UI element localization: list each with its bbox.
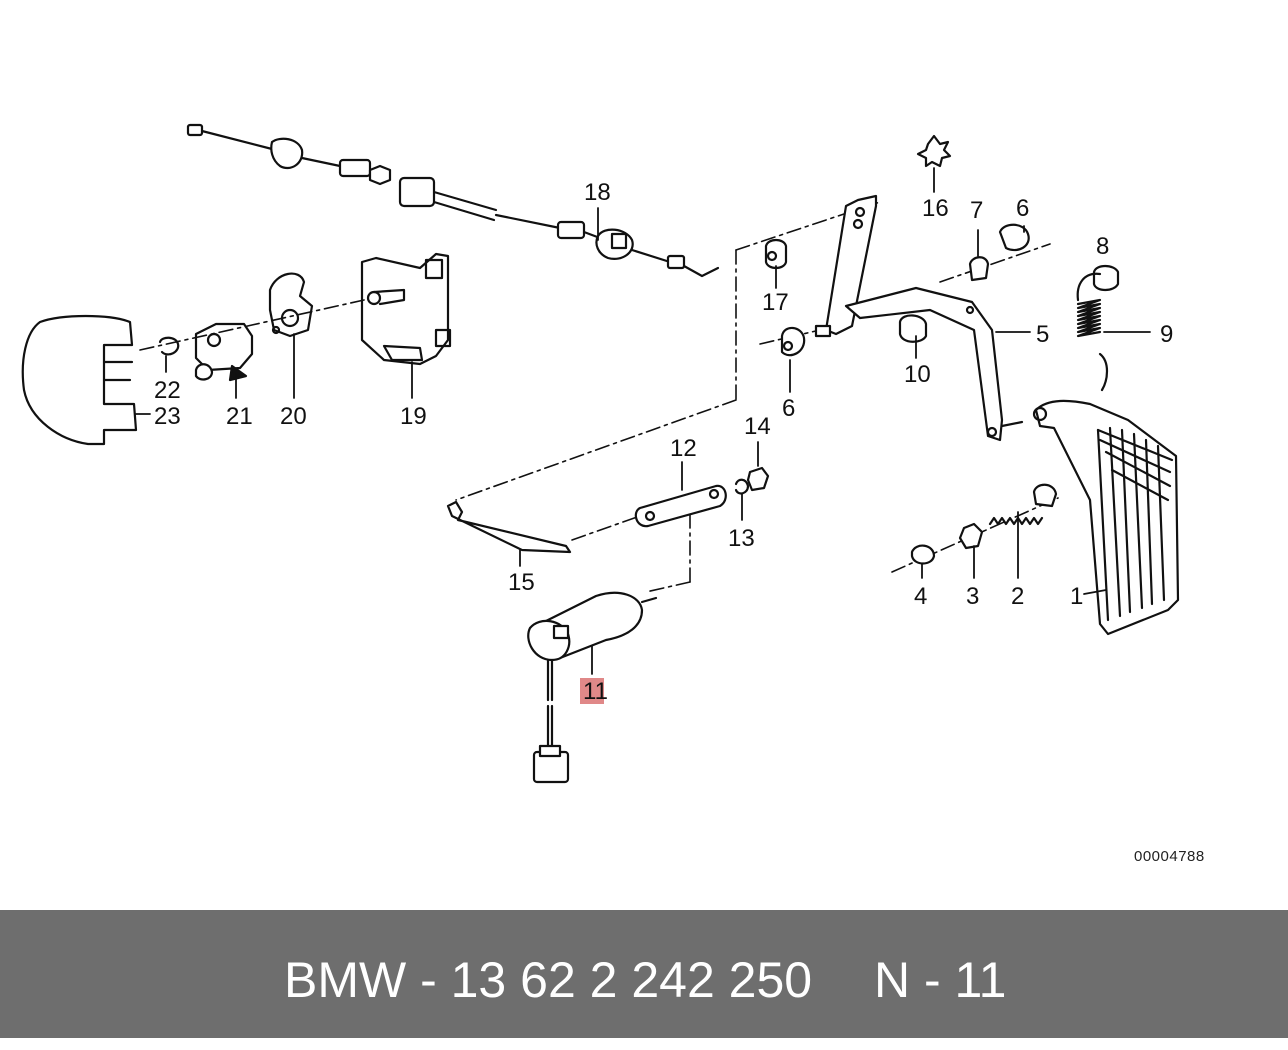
callout-16: 16 [922, 195, 949, 222]
control-unit-actuator [527, 591, 658, 784]
callout-23: 23 [154, 403, 181, 430]
assembly-lines [139, 201, 1059, 593]
callout-7: 7 [970, 197, 983, 224]
bracket [360, 252, 452, 366]
callout-15: 15 [508, 569, 535, 596]
callout-labels: 1 2 3 4 5 6 6 7 8 9 10 11 12 13 14 15 16… [154, 179, 1173, 705]
diagram-position-text: N - 11 [874, 952, 1007, 1008]
control-rod [446, 500, 572, 554]
pedal-cover [21, 314, 138, 446]
bushings [764, 223, 1120, 357]
callout-4: 4 [914, 583, 927, 610]
clip [158, 336, 180, 356]
part-number-text: BMW - 13 62 2 242 250 [284, 952, 813, 1008]
callout-22: 22 [154, 377, 181, 404]
lever [268, 272, 314, 338]
bearing-block [194, 322, 254, 382]
drawing-number: 00004788 [1134, 848, 1205, 865]
callout-6-lower: 6 [782, 395, 795, 422]
callout-17: 17 [762, 289, 789, 316]
callout-3: 3 [966, 583, 979, 610]
callout-9: 9 [1160, 321, 1173, 348]
accelerator-pedal [1032, 399, 1180, 636]
callout-8: 8 [1096, 233, 1109, 260]
star-washer [916, 134, 952, 168]
return-spring [1076, 272, 1109, 392]
parts-diagram: 1 2 3 4 5 6 6 7 8 9 10 11 12 13 14 15 16… [21, 123, 1205, 865]
callout-11-highlight [580, 678, 604, 704]
exploded-view-drawing: 1 2 3 4 5 6 6 7 8 9 10 11 12 13 14 15 16… [21, 123, 1180, 784]
callout-20: 20 [280, 403, 307, 430]
callout-5: 5 [1036, 321, 1049, 348]
pedal-lever [814, 194, 1024, 442]
callout-10: 10 [904, 361, 931, 388]
stop-screw [910, 483, 1058, 565]
callout-11: 11 [583, 678, 608, 705]
leader-lines [135, 167, 1151, 675]
callout-18: 18 [584, 179, 611, 206]
callout-14: 14 [744, 413, 771, 440]
linkage [634, 484, 727, 528]
footer-bar: BMW - 13 62 2 242 250 N - 11 [0, 910, 1288, 1038]
callout-19: 19 [400, 403, 427, 430]
callout-13: 13 [728, 525, 755, 552]
callout-2: 2 [1011, 583, 1024, 610]
callout-6: 6 [1016, 195, 1029, 222]
clamp [968, 256, 990, 282]
callout-12: 12 [670, 435, 697, 462]
callout-21: 21 [226, 403, 253, 430]
callout-1: 1 [1070, 583, 1083, 610]
throttle-cable [186, 123, 720, 278]
washer-nut [734, 466, 770, 495]
